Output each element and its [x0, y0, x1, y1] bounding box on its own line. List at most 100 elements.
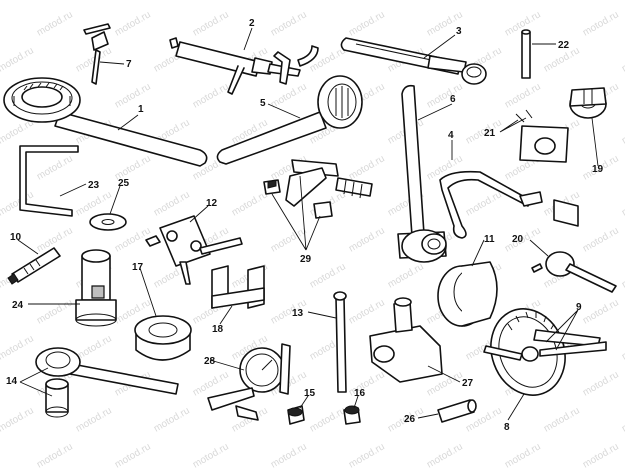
part-19-collar	[569, 87, 607, 119]
callout-27: 27	[462, 378, 474, 389]
part-21-plate	[515, 109, 569, 163]
watermark-text: motod.ru	[152, 405, 192, 434]
part-24-plug	[75, 249, 117, 327]
callout-25: 25	[118, 178, 130, 189]
watermark-text: motod.ru	[503, 441, 543, 468]
watermark-text: motod.ru	[425, 81, 465, 110]
watermark-text: motod.ru	[503, 81, 543, 110]
watermark-text: motod.ru	[347, 225, 387, 254]
watermark-text: motod.ru	[308, 261, 348, 290]
watermark-text: motod.ru	[113, 9, 153, 38]
part-4-hook	[439, 170, 543, 239]
callout-3: 3	[456, 26, 462, 37]
watermark-text: motod.ru	[347, 441, 387, 468]
callout-23: 23	[88, 180, 100, 191]
leader-lines	[17, 27, 599, 421]
part-1-ring-wrench	[3, 77, 208, 167]
part-3-slide-hammer	[340, 37, 487, 85]
part-13-long-pin	[333, 291, 347, 393]
watermark-text: motod.ru	[230, 0, 270, 3]
callout-24: 24	[12, 300, 24, 311]
watermark-text: motod.ru	[542, 0, 582, 3]
watermark-text: motod.ru	[191, 9, 231, 38]
watermark-text: motod.ru	[347, 9, 387, 38]
watermark-text: motod.ru	[113, 81, 153, 110]
callout-28: 28	[204, 356, 216, 367]
watermark-text: motod.ru	[620, 405, 625, 434]
callout-5: 5	[260, 98, 266, 109]
watermark-text: motod.ru	[74, 405, 114, 434]
watermark-text: motod.ru	[620, 333, 625, 362]
callout-7: 7	[126, 59, 132, 70]
callout-19: 19	[592, 164, 604, 175]
part-28-dial-gauge	[207, 343, 291, 421]
part-25-washer	[89, 213, 127, 231]
watermark-text: motod.ru	[581, 225, 621, 254]
watermark-text: motod.ru	[152, 0, 192, 3]
watermark-text: motod.ru	[152, 189, 192, 218]
watermark-text: motod.ru	[269, 225, 309, 254]
callout-10: 10	[10, 232, 22, 243]
callout-2: 2	[249, 18, 255, 29]
part-6-socket-wrench	[397, 84, 447, 263]
watermark-text: motod.ru	[386, 261, 426, 290]
watermark-text: motod.ru	[581, 297, 621, 326]
part-15-nut	[287, 405, 305, 425]
part-10-probe	[7, 247, 61, 285]
watermark-text: motod.ru	[581, 441, 621, 468]
watermark-text: motod.ru	[35, 9, 75, 38]
watermark-text: motod.ru	[464, 189, 504, 218]
callout-1: 1	[138, 104, 144, 115]
part-11-ring	[437, 261, 498, 327]
watermark-text: motod.ru	[347, 297, 387, 326]
watermark-text: motod.ru	[0, 405, 36, 434]
watermark-text: motod.ru	[581, 9, 621, 38]
part-29-small-parts	[263, 159, 373, 219]
part-5-ring-wrench	[216, 75, 363, 165]
part-7-pin	[83, 23, 111, 85]
callout-20: 20	[512, 234, 524, 245]
part-26-sleeve	[437, 399, 477, 423]
part-22-rod	[521, 29, 531, 79]
part-27-holder	[369, 297, 443, 383]
part-12-puller	[145, 215, 243, 285]
watermark-text: motod.ru	[0, 45, 36, 74]
watermark-text: motod.ru	[0, 333, 36, 362]
watermark-text: motod.ru	[425, 441, 465, 468]
watermark-text: motod.ru	[581, 369, 621, 398]
part-8-9-degree-wheel	[483, 308, 607, 396]
watermark-text: motod.ru	[347, 153, 387, 182]
part-2-puller	[169, 37, 319, 95]
callout-21: 21	[484, 128, 496, 139]
watermark-text: motod.ru	[35, 297, 75, 326]
callout-16: 16	[354, 388, 366, 399]
callout-15: 15	[304, 388, 316, 399]
watermark-text: motod.ru	[269, 9, 309, 38]
callout-6: 6	[450, 94, 456, 105]
callout-4: 4	[448, 130, 454, 141]
watermark-text: motod.ru	[464, 0, 504, 3]
watermark-text: motod.ru	[230, 189, 270, 218]
watermark-text: motod.ru	[620, 45, 625, 74]
callout-29: 29	[300, 254, 312, 265]
watermark-text: motod.ru	[0, 0, 36, 3]
part-23-bent-rod	[19, 145, 79, 217]
watermark-text: motod.ru	[113, 441, 153, 468]
watermark-text: motod.ru	[386, 0, 426, 3]
watermark-text: motod.ru	[620, 0, 625, 3]
callout-12: 12	[206, 198, 218, 209]
callout-13: 13	[292, 308, 304, 319]
watermark-text: motod.ru	[35, 153, 75, 182]
watermark-text: motod.ru	[191, 81, 231, 110]
watermark-text: motod.ru	[542, 405, 582, 434]
watermark-text: motod.ru	[191, 441, 231, 468]
callout-17: 17	[132, 262, 144, 273]
part-14-wrench-socket	[35, 347, 179, 418]
watermark-text: motod.ru	[620, 117, 625, 146]
callout-14: 14	[6, 376, 18, 387]
watermark-text: motod.ru	[347, 369, 387, 398]
watermark-text: motod.ru	[35, 441, 75, 468]
part-16-nut	[343, 405, 361, 425]
